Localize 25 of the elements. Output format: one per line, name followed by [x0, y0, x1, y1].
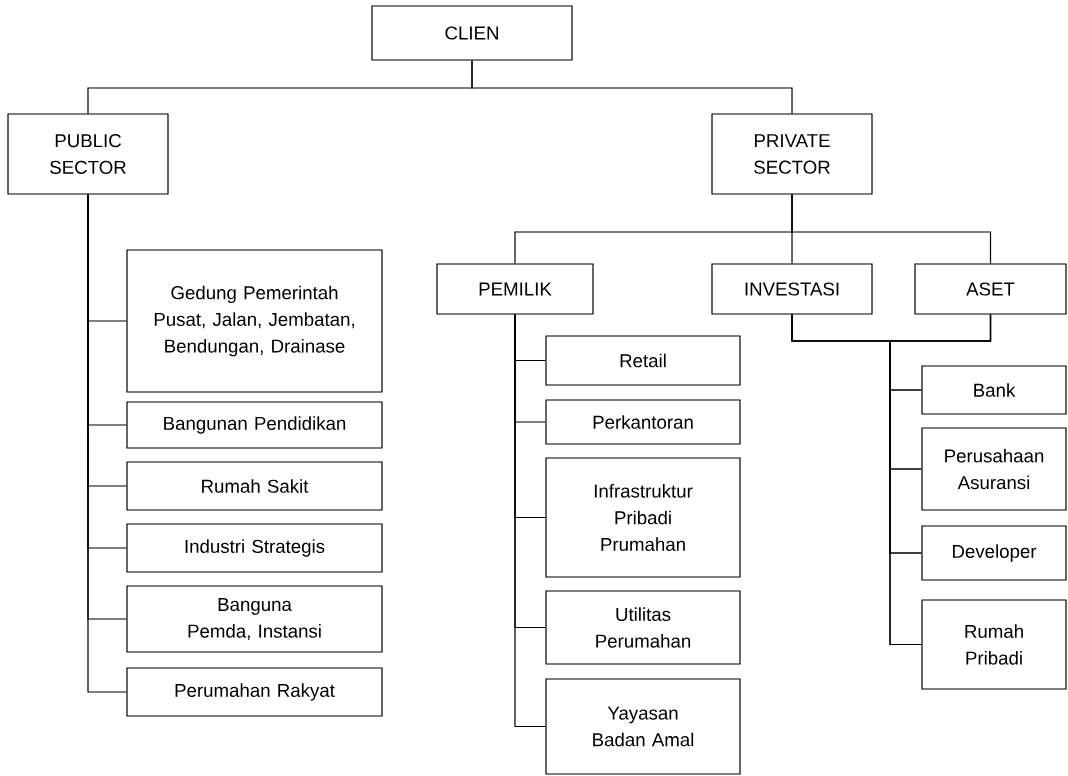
box: Infrastruktur Pribadi Prumahan — [545, 457, 741, 578]
box: Retail — [545, 335, 741, 386]
box: Banguna Pemda, Instansi — [126, 585, 383, 653]
box: Bank — [921, 365, 1067, 415]
box: Gedung Pemerintah Pusat, Jalan, Jembatan, Bendungan, Drainase — [126, 249, 383, 393]
box: Rumah Sakit — [126, 461, 383, 511]
box: Bangunan Pendidikan — [126, 401, 383, 449]
box: Utilitas Perumahan — [545, 590, 741, 665]
connector-line — [514, 314, 546, 728]
box: ASET — [914, 263, 1067, 315]
box: Industri Strategis — [126, 523, 383, 573]
box: Perkantoran — [545, 399, 741, 445]
box: Perusahaan Asuransi — [921, 427, 1067, 511]
box: Yayasan Badan Amal — [545, 678, 741, 775]
connector-line — [471, 60, 793, 114]
connector-line — [791, 194, 992, 264]
box: PRIVATE SECTOR — [711, 113, 873, 195]
box: PEMILIK — [436, 263, 594, 315]
box: CLIEN — [371, 5, 573, 61]
connector-line — [889, 314, 992, 646]
box: INVESTASI — [711, 263, 873, 315]
box: PUBLIC SECTOR — [7, 113, 169, 195]
box: Rumah Pribadi — [921, 599, 1067, 690]
box: Developer — [921, 525, 1067, 581]
box: Perumahan Rakyat — [126, 667, 383, 717]
